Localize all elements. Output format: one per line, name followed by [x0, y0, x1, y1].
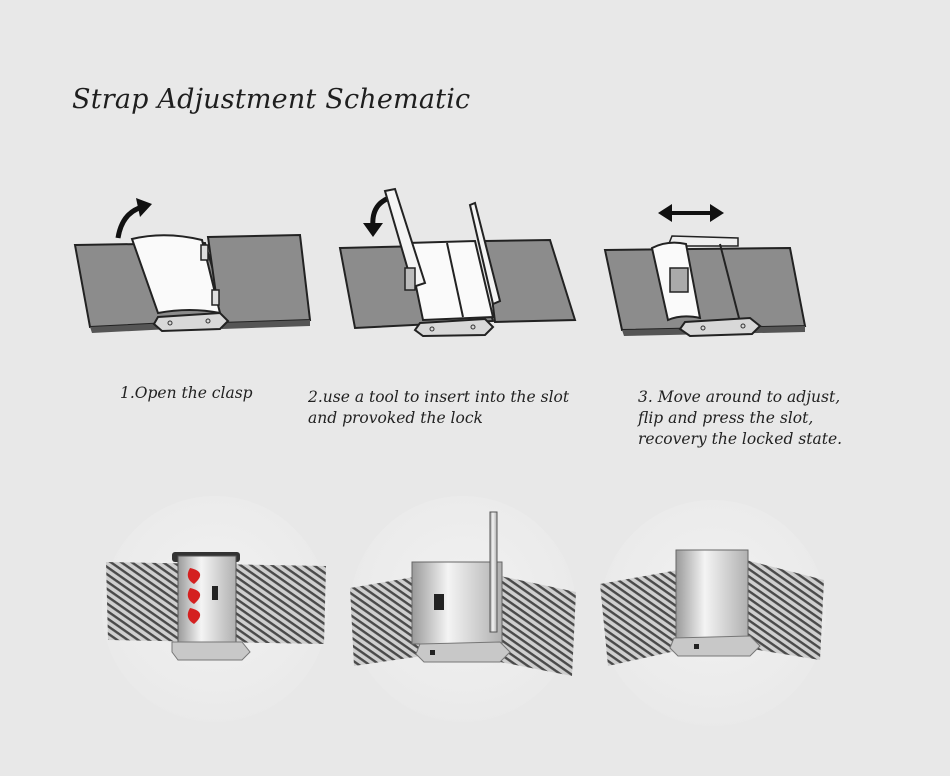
- step-2-caption: 2.use a tool to insert into the slot and…: [308, 388, 570, 427]
- photo-step-1: [102, 496, 328, 722]
- page-title: Strap Adjustment Schematic: [72, 84, 471, 115]
- photo-step-3: [600, 500, 826, 726]
- double-arrow-horizontal-icon: [658, 204, 724, 222]
- curved-arrow-down-left-icon: [363, 195, 391, 237]
- step-1-caption: 1.Open the clasp: [120, 384, 253, 402]
- step-2-diagram: [338, 187, 577, 338]
- curved-arrow-up-right-icon: [115, 198, 152, 239]
- step-1-diagram: [73, 198, 312, 333]
- photo-step-2: [350, 496, 576, 722]
- red-rotation-arrows-icon: [187, 568, 201, 624]
- step-3-caption: 3. Move around to adjust, flip and press…: [638, 388, 843, 448]
- step-3-diagram: [603, 204, 807, 338]
